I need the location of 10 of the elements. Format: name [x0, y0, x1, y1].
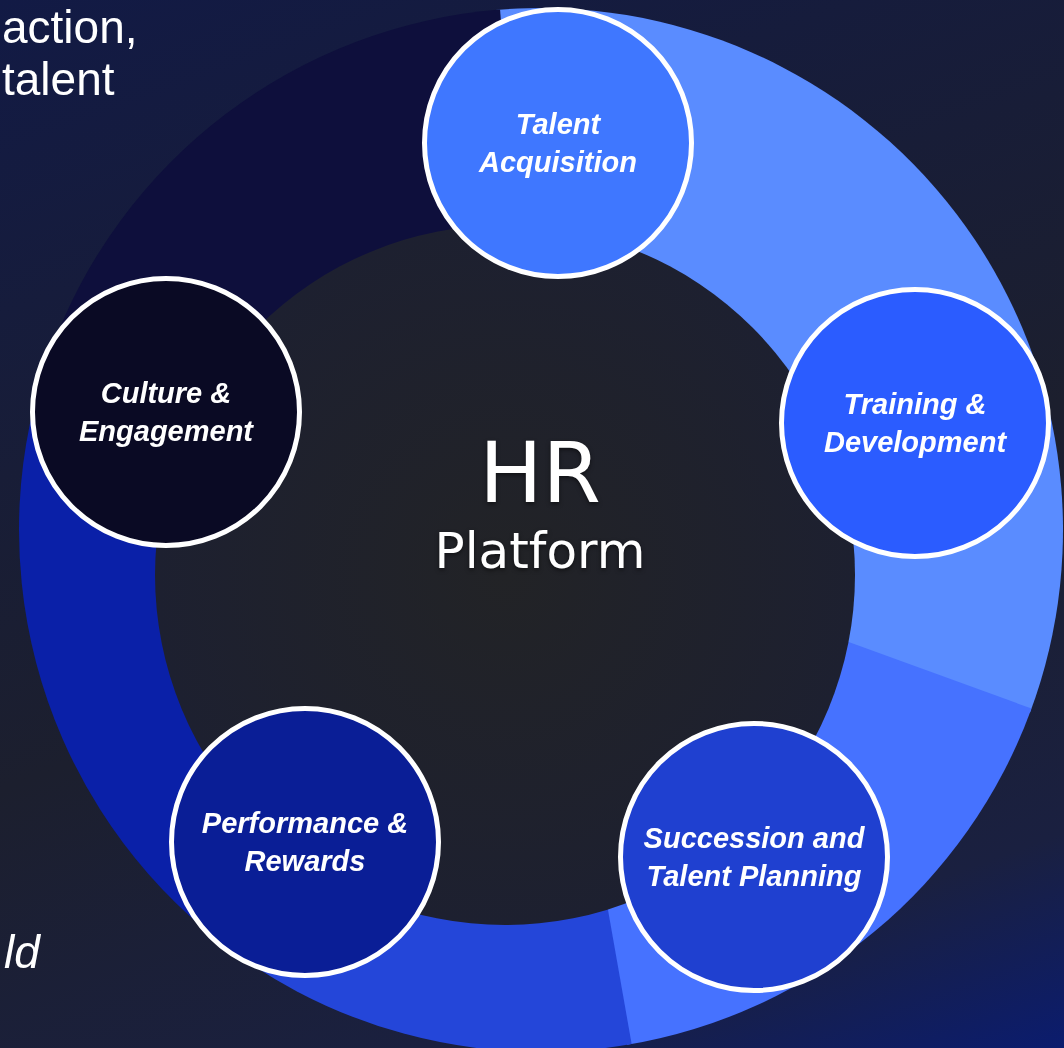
- center-title: HR: [479, 425, 601, 521]
- stage-label: Talent Acquisition: [477, 107, 638, 180]
- stage-label: Performance & Rewards: [200, 806, 410, 879]
- center-subtitle: Platform: [434, 521, 646, 581]
- text-fragment: action,: [2, 0, 138, 54]
- text-fragment: ld: [4, 925, 40, 979]
- text-fragment: talent: [2, 52, 115, 106]
- stage-label: Succession and Talent Planning: [642, 821, 866, 894]
- stage-label: Training & Development: [822, 387, 1008, 460]
- stage-label: Culture & Engagement: [78, 376, 255, 449]
